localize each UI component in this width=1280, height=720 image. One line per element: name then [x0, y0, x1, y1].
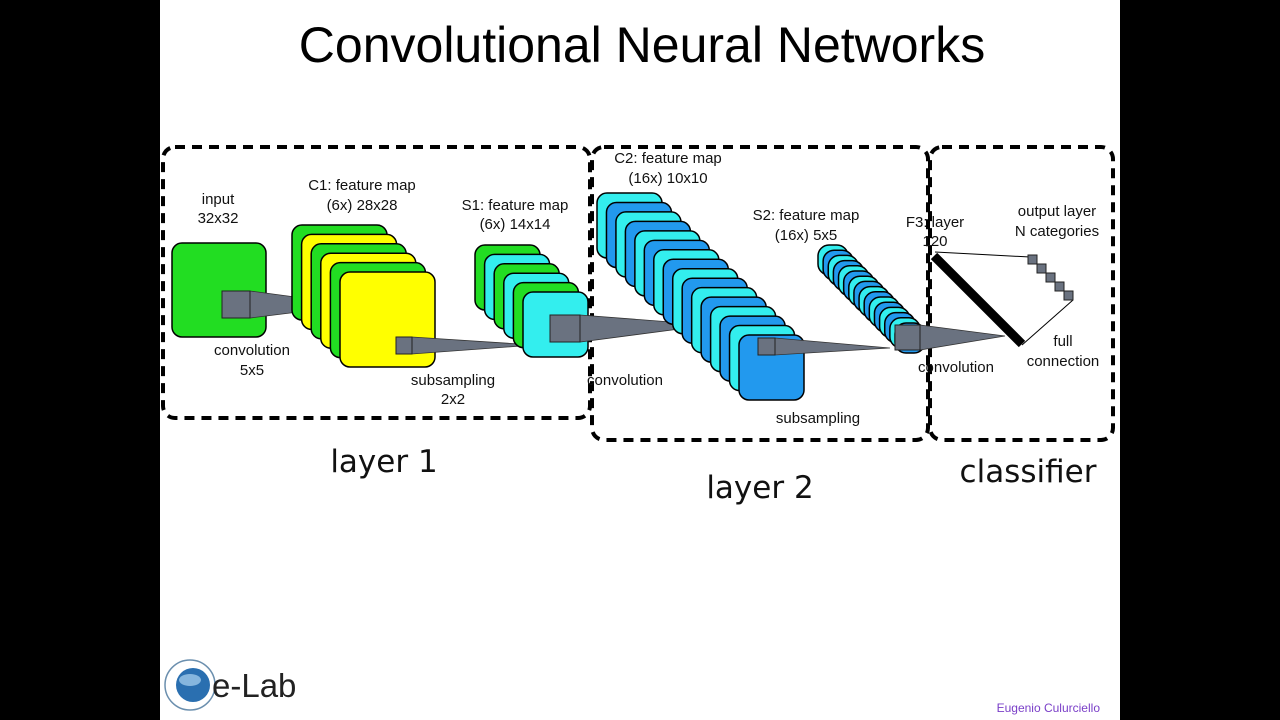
sub2-kernel-cone	[774, 337, 891, 356]
conv2-label: convolution	[587, 372, 663, 389]
elab-logo: e-Lab	[164, 659, 296, 711]
full-connection-line	[1021, 299, 1074, 346]
sub2-kernel	[757, 337, 776, 356]
labels: input 32x32 C1: feature map (6x) 28x28 S…	[198, 150, 1100, 506]
full-connection-line	[934, 251, 1031, 258]
s1-size: (6x) 14x14	[480, 216, 551, 233]
output-unit	[1036, 263, 1047, 274]
layer1-label: layer 1	[330, 444, 437, 480]
layer2-box	[590, 145, 930, 442]
output-unit	[1054, 281, 1065, 292]
f3-layer	[930, 252, 1026, 348]
sub1-label: subsampling	[411, 372, 495, 389]
output-label: output layer	[1018, 203, 1096, 220]
s1-label: S1: feature map	[462, 197, 569, 214]
conv3-label: convolution	[918, 359, 994, 376]
slide	[160, 0, 1120, 720]
classifier-box	[928, 145, 1115, 442]
conv2-kernel	[549, 314, 581, 343]
full-label-2: connection	[1027, 353, 1100, 370]
slide-title: Convolutional Neural Networks	[299, 17, 985, 73]
logo-text: e-Lab	[212, 667, 296, 704]
s2-label: S2: feature map	[753, 207, 860, 224]
conv1-size: 5x5	[240, 362, 264, 379]
full-label: full	[1053, 333, 1072, 350]
conv1-label: convolution	[214, 342, 290, 359]
conv3-kernel	[894, 324, 921, 351]
c1-label: C1: feature map	[308, 177, 416, 194]
c2-size: (16x) 10x10	[628, 170, 707, 187]
output-unit	[1063, 290, 1074, 301]
input-label: input	[202, 191, 235, 208]
classifier-label: classifier	[960, 454, 1097, 490]
c2-label: C2: feature map	[614, 150, 722, 167]
sub1-kernel	[395, 336, 413, 355]
output-size: N categories	[1015, 223, 1099, 240]
input-map	[171, 242, 267, 338]
s2-size: (16x) 5x5	[775, 227, 838, 244]
output-unit	[1027, 254, 1038, 265]
layer2-label: layer 2	[706, 470, 813, 506]
c1-size: (6x) 28x28	[327, 197, 398, 214]
output-unit	[1045, 272, 1056, 283]
sub2-label: subsampling	[776, 410, 860, 427]
f3-size: 120	[922, 233, 947, 250]
input-size: 32x32	[198, 210, 239, 227]
conv1-kernel	[221, 290, 251, 319]
f3-label: F3: layer	[906, 214, 964, 231]
sub1-size: 2x2	[441, 391, 465, 408]
conv3-kernel-cone	[919, 324, 1006, 351]
author-name: Eugenio Culurciello	[997, 701, 1101, 715]
